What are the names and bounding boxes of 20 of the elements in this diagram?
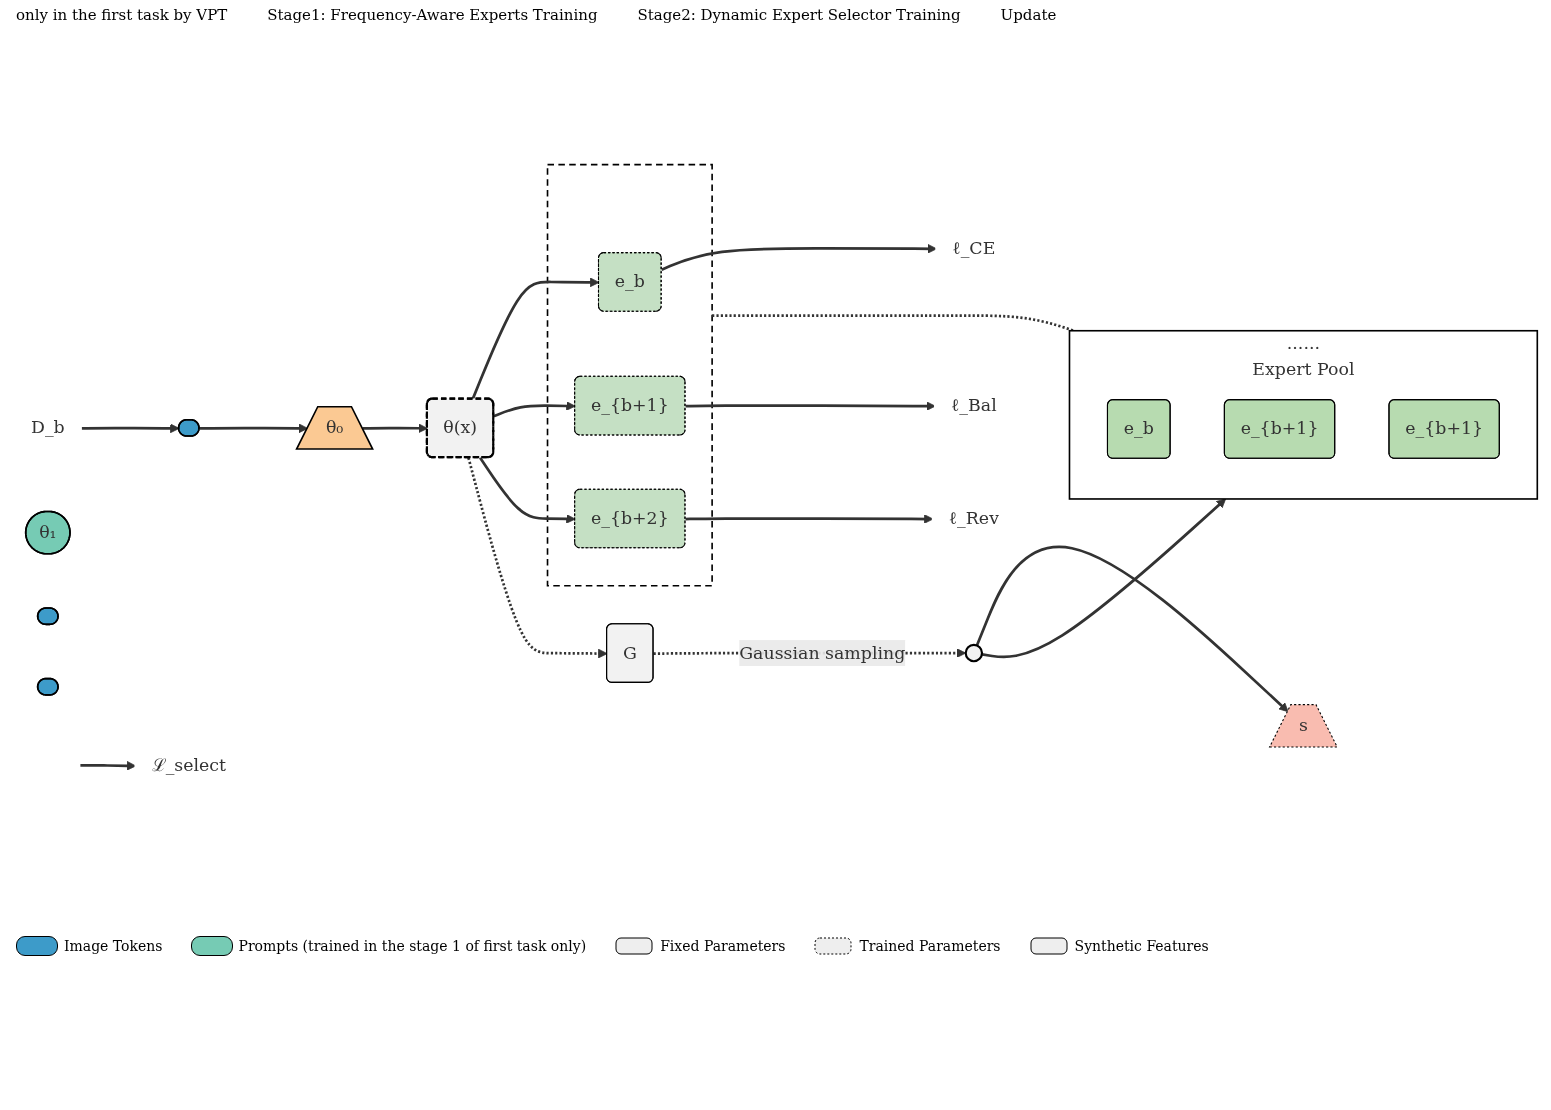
cluster (546, 164, 713, 587)
legend-text: Fixed Parameters (660, 938, 786, 954)
node-ellipse (964, 644, 983, 663)
edge-label: Gaussian sampling (738, 642, 905, 664)
legend-text: Image Tokens (64, 938, 163, 954)
arrow (981, 498, 1226, 659)
node-text: ℓ_Bal (950, 395, 997, 416)
note-text: Stage1: Frequency-Aware Experts Training (267, 6, 598, 24)
legend-text: Prompts (trained in the stage 1 of first task only) (238, 938, 587, 954)
node-text: ℓ_CE (951, 237, 995, 259)
node-text: D_b (30, 417, 65, 438)
node-text: ℒ_select (151, 754, 226, 776)
note-text: Update (1000, 6, 1057, 24)
node-text: ℓ_Rev (948, 507, 999, 529)
arrow (199, 423, 308, 434)
note-text: Stage2: Dynamic Expert Selector Training (637, 6, 961, 24)
note-text: only in the first task by VPT (16, 6, 228, 24)
legend-text: Trained Parameters (859, 938, 1001, 954)
arrow (975, 545, 1289, 713)
legend-text: Synthetic Features (1074, 938, 1209, 954)
